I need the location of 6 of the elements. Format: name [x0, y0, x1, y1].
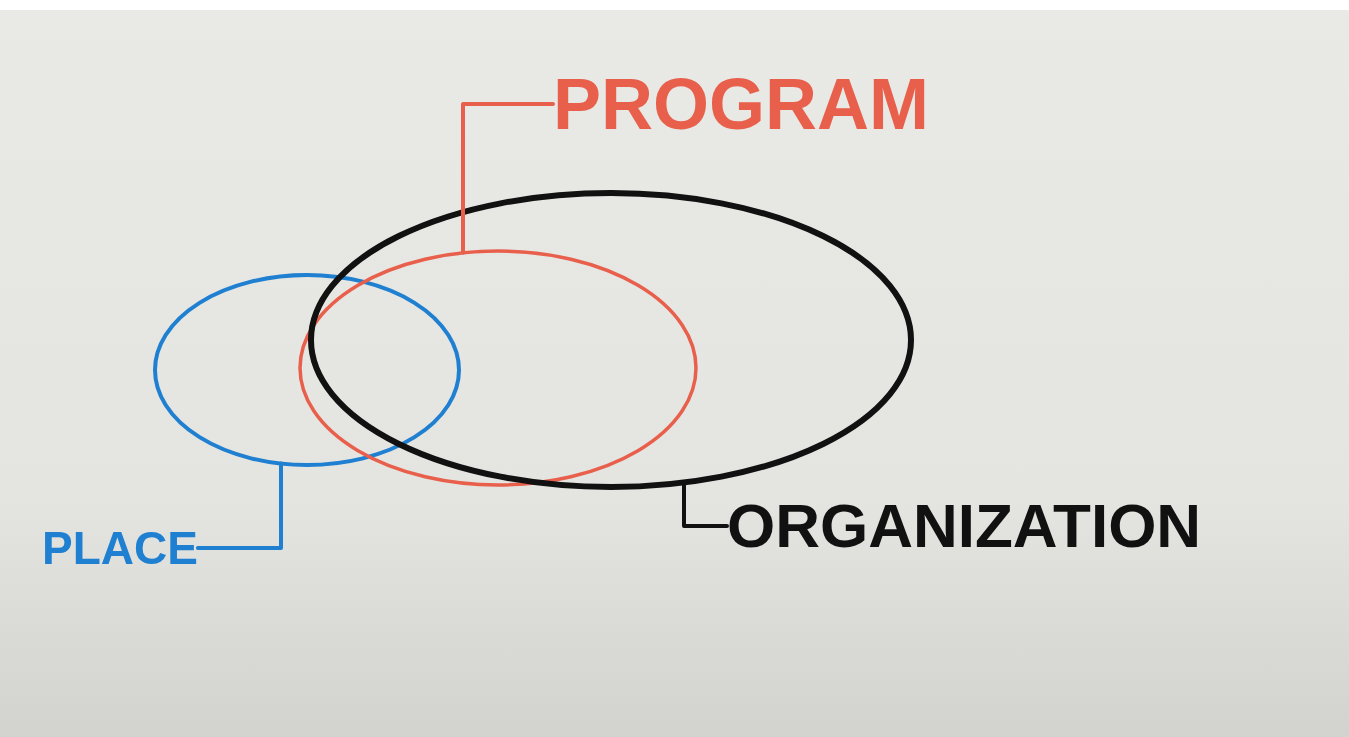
handwritten-label: ORGANIZATION	[727, 476, 1202, 576]
handwritten-label: PLACE	[42, 510, 198, 586]
oval-outline	[305, 187, 917, 493]
handwritten-label: PROGRAM	[553, 62, 929, 146]
leader-line	[195, 461, 283, 550]
leader-line	[461, 102, 555, 255]
